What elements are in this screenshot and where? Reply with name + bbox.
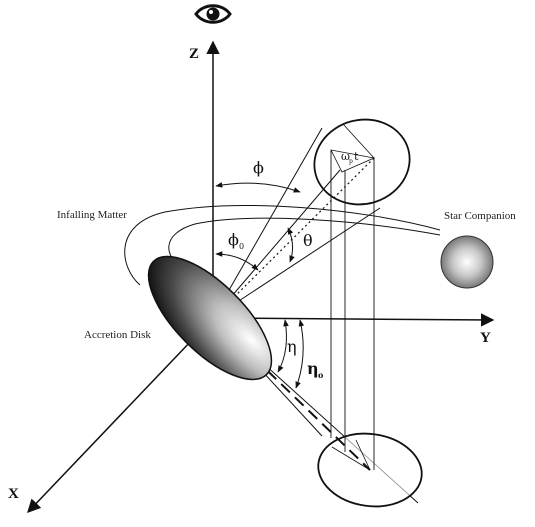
svg-text:p: p <box>349 158 353 165</box>
eta0-label: η o <box>307 359 324 380</box>
projection-lines <box>330 150 375 470</box>
svg-text:ϕ: ϕ <box>228 230 239 249</box>
star-companion <box>440 235 494 289</box>
precession-radius <box>342 123 375 159</box>
y-axis-label: Y <box>480 330 491 346</box>
eye-icon <box>194 4 232 24</box>
infalling-matter-stream-inner <box>168 217 441 269</box>
svg-text:ω: ω <box>341 150 350 163</box>
upper-jet-ellipse <box>313 118 411 206</box>
x-axis-label: X <box>8 486 19 502</box>
omega-t-label: ω p t <box>341 150 359 165</box>
x-axis <box>27 317 214 513</box>
svg-text:0: 0 <box>239 242 244 251</box>
accretion-disk <box>147 255 273 381</box>
y-axis <box>212 313 495 327</box>
star-companion-label: Star Companion <box>444 210 516 222</box>
theta-arc <box>287 227 295 263</box>
lower-jet-axis-dashed <box>212 317 371 471</box>
eta-label: η <box>287 337 297 356</box>
phi-arc <box>215 182 301 193</box>
phi0-label: ϕ 0 <box>228 230 244 251</box>
accretion-disk-label: Accretion Disk <box>84 329 151 341</box>
upper-jet-inner-triangle <box>330 149 376 173</box>
z-axis-label: Z <box>189 46 199 62</box>
eta-arc <box>277 319 289 373</box>
svg-text:t: t <box>354 150 359 163</box>
eta0-arc <box>295 319 305 389</box>
lower-jet-inner-lines <box>331 439 371 471</box>
phi-label: ϕ <box>253 158 264 177</box>
upper-jet-cone <box>212 127 381 319</box>
phi0-arc <box>215 251 259 271</box>
theta-label: θ <box>303 231 313 250</box>
infalling-matter-label: Infalling Matter <box>57 209 127 221</box>
svg-text:η: η <box>307 359 319 378</box>
svg-text:o: o <box>318 370 324 380</box>
